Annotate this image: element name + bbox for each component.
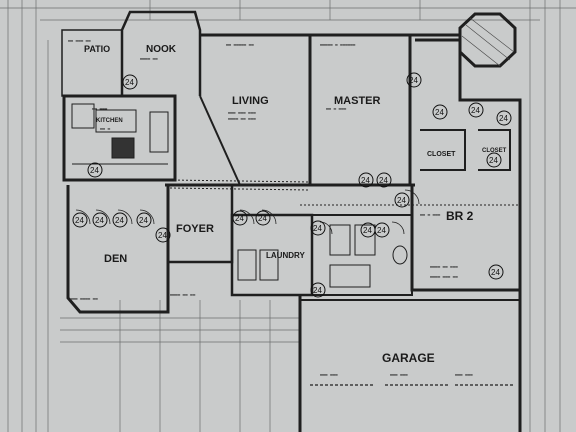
tag-circle: 24 bbox=[112, 212, 128, 228]
outlet-tags: 24 24 24 24 24 24 24 24 24 24 24 24 24 2… bbox=[72, 72, 512, 298]
svg-text:24: 24 bbox=[363, 226, 372, 235]
soffit-lines bbox=[169, 179, 520, 206]
svg-text:24: 24 bbox=[379, 176, 388, 185]
svg-text:▬▬ ▬▬▬: ▬▬ ▬▬▬ bbox=[92, 106, 108, 111]
svg-text:24: 24 bbox=[90, 166, 99, 175]
svg-text:▬▬▬▬ ▬▬▬ ▬▬: ▬▬▬▬ ▬▬▬ ▬▬ bbox=[430, 274, 458, 279]
svg-text:24: 24 bbox=[397, 196, 406, 205]
room-label-den: DEN bbox=[104, 253, 127, 265]
tag-circle: 24 bbox=[496, 110, 512, 126]
svg-text:▬▬▬ ▬▬▬: ▬▬▬ ▬▬▬ bbox=[455, 372, 473, 377]
tag-circle: 24 bbox=[394, 192, 410, 208]
svg-text:▬▬ ▬▬▬ ▬▬: ▬▬ ▬▬▬ ▬▬ bbox=[68, 38, 91, 43]
svg-text:24: 24 bbox=[313, 224, 322, 233]
svg-text:▬▬ ▬ ▬▬▬: ▬▬ ▬ ▬▬▬ bbox=[326, 106, 347, 111]
svg-text:24: 24 bbox=[258, 214, 267, 223]
svg-text:24: 24 bbox=[499, 114, 508, 123]
annotations: ▬▬ ▬▬▬ ▬▬ ▬▬▬▬ ▬▬ ▬▬ ▬▬▬▬▬ ▬▬ ▬▬▬ ▬▬▬ ▬▬… bbox=[68, 38, 473, 377]
svg-text:24: 24 bbox=[361, 176, 370, 185]
svg-text:▬▬▬ ▬▬▬: ▬▬▬ ▬▬▬ bbox=[320, 372, 338, 377]
svg-text:24: 24 bbox=[115, 216, 124, 225]
bay-hatch bbox=[461, 17, 515, 67]
svg-text:24: 24 bbox=[125, 78, 134, 87]
room-label-closet-2: CLOSET bbox=[482, 148, 507, 154]
room-label-foyer: FOYER bbox=[176, 223, 214, 235]
room-label-laundry: LAUNDRY bbox=[266, 251, 305, 260]
tag-circle: 24 bbox=[72, 212, 88, 228]
svg-text:24: 24 bbox=[313, 286, 322, 295]
laundry-fixtures bbox=[237, 224, 408, 288]
door-swings bbox=[75, 189, 420, 235]
room-label-master: MASTER bbox=[334, 95, 381, 107]
svg-text:▬▬ ▬ ▬▬▬: ▬▬ ▬ ▬▬▬ bbox=[420, 212, 441, 217]
tag-circle: 24 bbox=[486, 152, 502, 168]
svg-text:24: 24 bbox=[75, 216, 84, 225]
svg-text:24: 24 bbox=[377, 226, 386, 235]
kitchen-fixtures bbox=[71, 103, 169, 165]
svg-text:▬▬▬▬▬ ▬ ▬▬▬▬▬▬: ▬▬▬▬▬ ▬ ▬▬▬▬▬▬ bbox=[320, 42, 356, 47]
svg-text:24: 24 bbox=[435, 108, 444, 117]
svg-text:24: 24 bbox=[139, 216, 148, 225]
svg-text:24: 24 bbox=[491, 268, 500, 277]
svg-text:24: 24 bbox=[158, 231, 167, 240]
svg-text:24: 24 bbox=[235, 214, 244, 223]
tag-circle: 24 bbox=[255, 210, 271, 226]
svg-text:24: 24 bbox=[471, 106, 480, 115]
tag-circle: 24 bbox=[87, 162, 103, 178]
tag-circle: 24 bbox=[432, 104, 448, 120]
room-label-living: LIVING bbox=[232, 95, 269, 107]
svg-text:▬▬ ▬: ▬▬ ▬ bbox=[100, 126, 111, 131]
tag-circle: 24 bbox=[155, 227, 171, 243]
tag-circle: 24 bbox=[406, 72, 422, 88]
svg-text:▬▬▬ ▬▬▬▬ ▬▬: ▬▬▬ ▬▬▬▬ ▬▬ bbox=[70, 296, 98, 301]
tag-circle: 24 bbox=[122, 74, 138, 90]
room-label-patio: PATIO bbox=[84, 44, 110, 54]
tag-circle: 24 bbox=[92, 212, 108, 228]
tag-circle: 24 bbox=[374, 222, 390, 238]
walls bbox=[61, 10, 522, 432]
room-label-br2: BR 2 bbox=[446, 209, 474, 223]
tag-circle: 24 bbox=[468, 102, 484, 118]
svg-text:▬▬ ▬▬▬▬▬ ▬▬: ▬▬ ▬▬▬▬▬ ▬▬ bbox=[226, 42, 254, 47]
svg-text:▬▬▬▬ ▬▬ ▬▬▬: ▬▬▬▬ ▬▬ ▬▬▬ bbox=[228, 116, 256, 121]
svg-text:▬▬▬ ▬▬▬ ▬▬▬: ▬▬▬ ▬▬▬ ▬▬▬ bbox=[228, 110, 256, 115]
tag-circle: 24 bbox=[310, 282, 326, 298]
room-label-closet: CLOSET bbox=[427, 151, 456, 158]
tag-circle: 24 bbox=[310, 220, 326, 236]
tag-circle: 24 bbox=[232, 210, 248, 226]
svg-text:▬▬▬▬ ▬▬ ▬▬▬: ▬▬▬▬ ▬▬ ▬▬▬ bbox=[430, 264, 458, 269]
svg-text:24: 24 bbox=[409, 76, 418, 85]
tag-circle: 24 bbox=[358, 172, 374, 188]
tag-circle: 24 bbox=[136, 212, 152, 228]
svg-text:▬▬▬▬ ▬▬: ▬▬▬▬ ▬▬ bbox=[140, 56, 158, 61]
tag-circle: 24 bbox=[488, 264, 504, 280]
room-label-garage: GARAGE bbox=[382, 351, 435, 365]
room-label-kitchen: KITCHEN bbox=[96, 118, 123, 124]
svg-text:▬▬▬ ▬▬▬: ▬▬▬ ▬▬▬ bbox=[390, 372, 408, 377]
tag-circle: 24 bbox=[376, 172, 392, 188]
room-label-nook: NOOK bbox=[146, 44, 177, 55]
svg-text:▬▬▬▬ ▬▬ ▬▬: ▬▬▬▬ ▬▬ ▬▬ bbox=[170, 292, 196, 297]
svg-text:24: 24 bbox=[95, 216, 104, 225]
svg-text:24: 24 bbox=[489, 156, 498, 165]
